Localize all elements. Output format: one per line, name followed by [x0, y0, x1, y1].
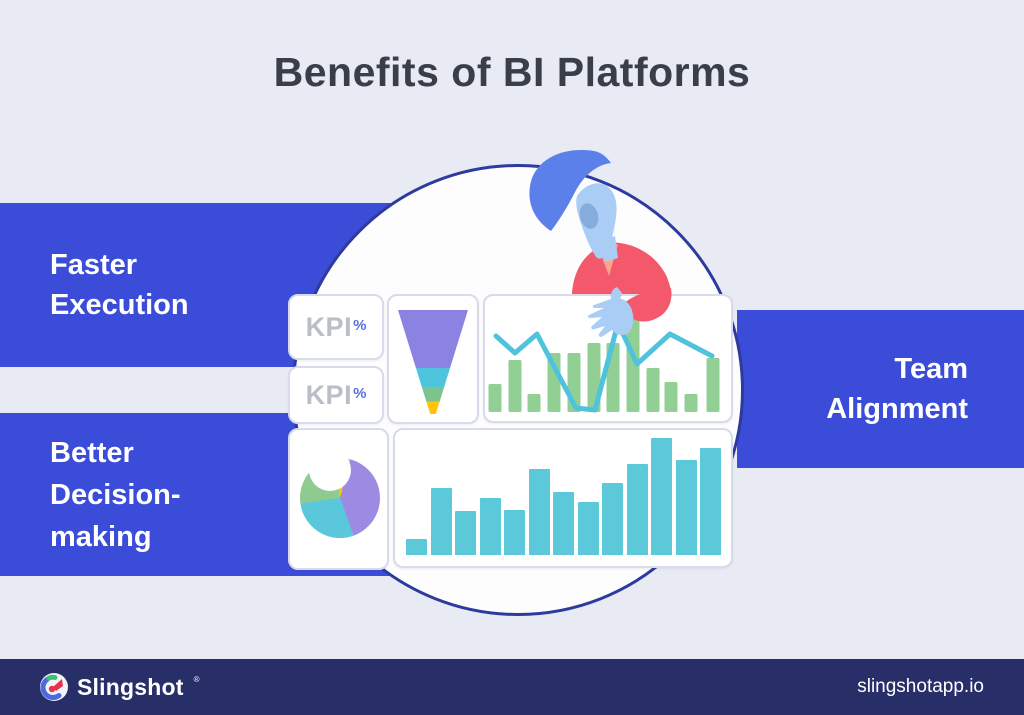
benefit-line: Execution: [50, 289, 189, 321]
bar: [553, 492, 574, 555]
kpi-percent: %: [353, 384, 367, 402]
bar: [700, 448, 721, 555]
kpi-percent: %: [353, 316, 367, 334]
bar-chart: [406, 438, 721, 555]
character-hand: [587, 297, 634, 337]
bar-line-chart: [488, 319, 720, 413]
bar-chart-panel: [393, 428, 733, 568]
benefit-line: Better: [50, 436, 134, 469]
bar: [479, 498, 501, 555]
character-hair: [529, 150, 611, 231]
bar: [455, 511, 476, 555]
bar: [651, 438, 672, 555]
trademark-mark: ®: [193, 674, 200, 684]
analyst-character-illustration: [529, 150, 671, 294]
bar: [430, 488, 452, 555]
bar: [577, 502, 599, 555]
bar: [504, 510, 525, 555]
brand-name: Slingshot: [77, 673, 184, 700]
footer-bar: Slingshot ® slingshotapp.io: [0, 659, 1024, 715]
kpi-tile-2: KPI%: [288, 366, 384, 424]
kpi-label: KPI: [305, 311, 353, 342]
character-sleeve: [623, 288, 672, 322]
donut-hole: [309, 449, 351, 491]
bar: [602, 483, 623, 555]
website-url: slingshotapp.io: [857, 676, 984, 697]
benefit-line: making: [50, 520, 152, 553]
brand-lockup: Slingshot ®: [40, 673, 200, 701]
character-nose: [598, 242, 614, 259]
slingshot-logo-icon: [40, 673, 68, 701]
donut-chart-panel: [288, 428, 389, 570]
analyst-arm-illustration: [587, 287, 672, 337]
bar: [675, 460, 697, 555]
page-title: Benefits of BI Platforms: [273, 49, 751, 95]
benefit-line: Faster: [50, 249, 138, 281]
benefit-line: Decision-: [50, 478, 181, 511]
funnel-chart-panel: [387, 294, 479, 424]
character-ear: [579, 203, 599, 229]
kpi-tile-1: KPI%: [288, 294, 384, 360]
benefit-line: Alignment: [826, 393, 968, 425]
benefit-banner-team-alignment: Team Alignment: [737, 310, 1024, 468]
kpi-label: KPI: [305, 379, 353, 410]
benefit-line: Team: [894, 353, 968, 385]
bar: [406, 539, 427, 555]
bar: [528, 469, 550, 555]
bar: [626, 464, 648, 555]
funnel-chart: [398, 310, 468, 414]
